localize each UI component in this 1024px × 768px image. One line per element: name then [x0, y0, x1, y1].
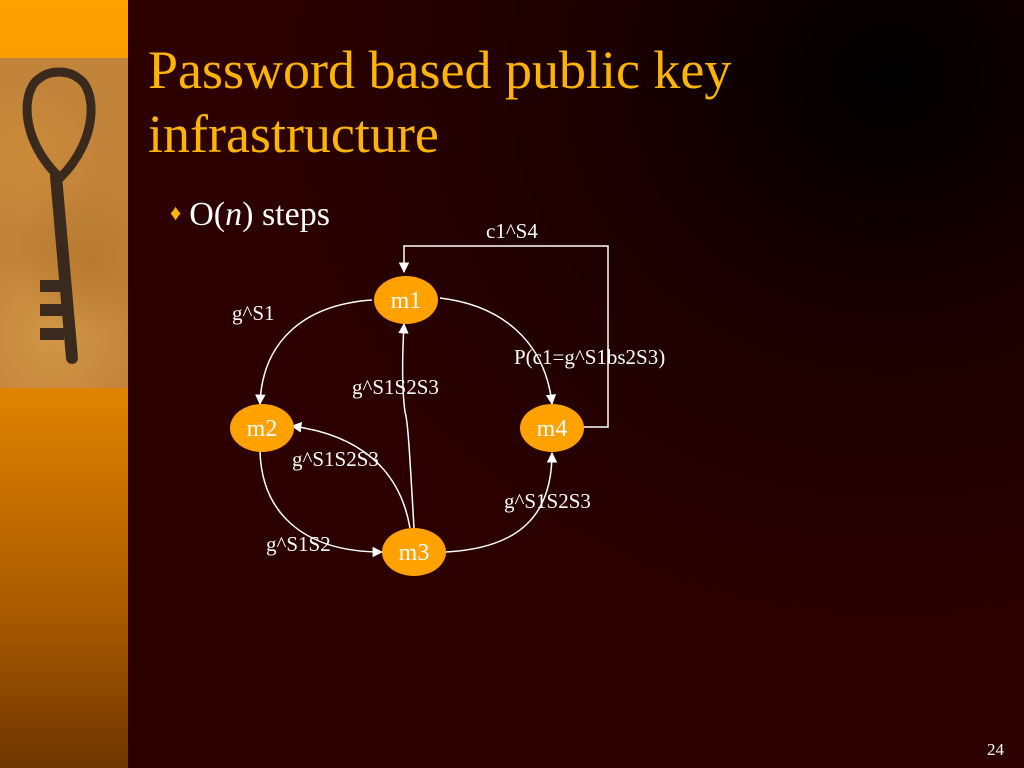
edge-m4-m1 [398, 245, 609, 428]
title-line-2: infrastructure [148, 104, 439, 164]
edge-m2-m3 [259, 451, 384, 558]
edge-m3-m1 [398, 322, 415, 529]
node-m1: m1 [374, 276, 438, 324]
key-image [0, 58, 128, 388]
edge-label-m1-m4: P(c1=g^S1bs2S3) [514, 345, 665, 369]
node-m4: m4 [520, 404, 584, 452]
node-m3: m3 [382, 528, 446, 576]
edge-m3-m2 [290, 422, 411, 529]
key-icon [22, 67, 96, 364]
edge-m1-m2 [255, 299, 373, 406]
edge-label-m3-m1: g^S1S2S3 [352, 375, 439, 399]
bullet-point: ♦ O(n) steps [170, 196, 330, 234]
node-m2-label: m2 [247, 416, 278, 442]
page-number: 24 [987, 740, 1004, 759]
node-m4-label: m4 [537, 416, 568, 442]
node-m1-label: m1 [391, 288, 422, 314]
edge-label-m4-m1: c1^S4 [486, 219, 538, 243]
slide-title: Password based public key infrastructure [148, 38, 1008, 166]
background-glow [128, 0, 1024, 768]
title-line-1: Password based public key [148, 40, 732, 100]
edge-label-m3-m2: g^S1S2S3 [292, 447, 379, 471]
edge-m1-m4 [439, 297, 557, 406]
node-m2: m2 [230, 404, 294, 452]
diamond-bullet-icon: ♦ [170, 200, 182, 225]
edge-label-m3-m4: g^S1S2S3 [504, 489, 591, 513]
edge-label-m2-m3: g^S1S2 [266, 532, 331, 556]
bullet-suffix: ) steps [242, 196, 330, 233]
bullet-italic: n [225, 196, 243, 233]
bullet-prefix: O( [189, 196, 226, 233]
edge-m3-m4 [445, 451, 558, 553]
edge-label-m1-m2: g^S1 [232, 301, 275, 325]
node-m3-label: m3 [399, 540, 430, 566]
